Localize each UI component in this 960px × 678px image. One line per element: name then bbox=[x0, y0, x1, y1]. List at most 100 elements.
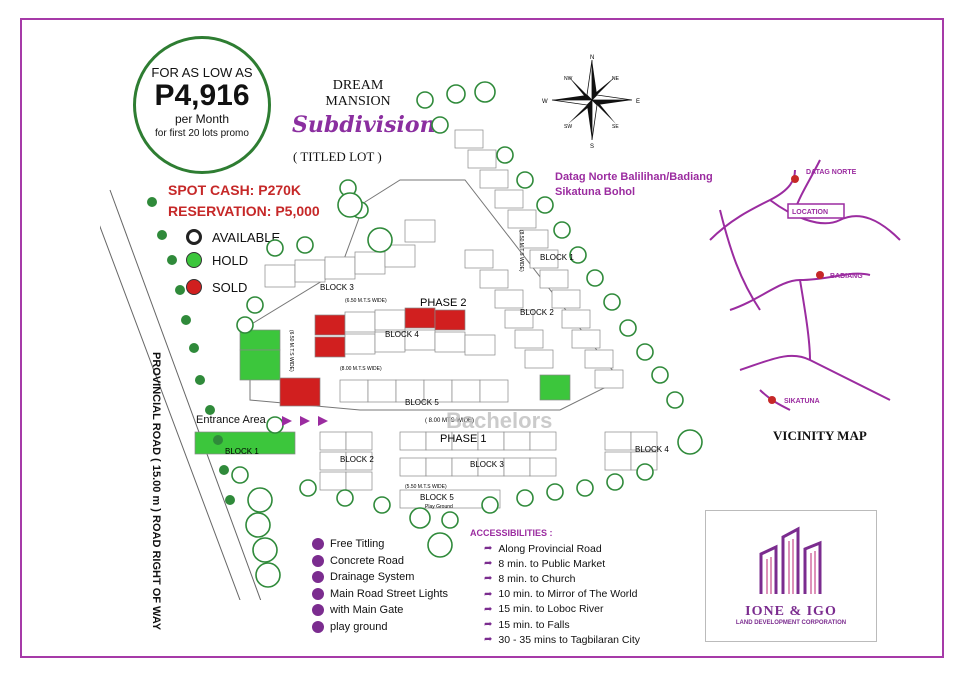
title-subdivision: Subdivision bbox=[292, 112, 436, 138]
building-logo-icon bbox=[759, 526, 822, 594]
compass-w: W bbox=[542, 99, 548, 105]
label-road5: (8.50 M.T.S WIDE) bbox=[518, 230, 524, 272]
access-label: 15 min. to Falls bbox=[498, 618, 570, 631]
access-item: ➦ Along Provincial Road bbox=[484, 541, 640, 556]
place-location: LOCATION bbox=[792, 209, 828, 216]
bullet-icon bbox=[312, 538, 324, 551]
compass-e: E bbox=[636, 99, 640, 105]
access-label: 15 min. to Loboc River bbox=[498, 603, 604, 616]
access-label: Along Provincial Road bbox=[498, 542, 602, 555]
available-dot-icon bbox=[186, 229, 202, 245]
reservation: RESERVATION: P5,000 bbox=[168, 203, 320, 219]
feature-label: play ground bbox=[330, 620, 388, 633]
access-label: 10 min. to Mirror of The World bbox=[498, 588, 638, 601]
label-block3b: BLOCK 3 bbox=[470, 460, 504, 469]
access-label: 8 min. to Church bbox=[498, 572, 576, 585]
access-item: ➦8 min. to Public Market bbox=[484, 556, 640, 571]
access-item: ➦ 8 min. to Church bbox=[484, 571, 640, 586]
place-badiang: BADIANG bbox=[830, 273, 863, 280]
vicinity-map: DATAG NORTE LOCATION BADIANG SIKATUNA bbox=[709, 159, 901, 411]
promo-line1: FOR AS LOW AS bbox=[151, 65, 253, 80]
arrow-icon: ➦ bbox=[484, 603, 493, 615]
access-item: ➦ 10 min. to Mirror of The World bbox=[484, 587, 640, 602]
feature-item: with Main Gate bbox=[312, 602, 448, 619]
label-block5: BLOCK 5 bbox=[405, 398, 439, 407]
title-dream-mansion: DREAM MANSION bbox=[325, 78, 391, 109]
feature-item: play ground bbox=[312, 619, 448, 636]
arrow-icon: ➦ bbox=[484, 588, 493, 600]
feature-label: Concrete Road bbox=[330, 554, 404, 567]
legend-label: HOLD bbox=[212, 252, 249, 268]
arrow-icon: ➦ bbox=[484, 573, 493, 585]
company-logo: IONE & IGO LAND DEVELOPMENT CORPORATION bbox=[705, 510, 877, 642]
arrow-icon: ➦ bbox=[484, 634, 493, 646]
feature-label: Free Titling bbox=[330, 538, 385, 551]
bullet-icon bbox=[312, 554, 324, 567]
feature-item: Concrete Road bbox=[312, 553, 448, 570]
promo-line4: for first 20 lots promo bbox=[155, 128, 249, 139]
location-line2: Sikatuna Bohol bbox=[555, 186, 636, 198]
promo-line3: per Month bbox=[174, 112, 230, 126]
label-block5b: BLOCK 5 bbox=[420, 493, 454, 502]
location-address: Datag Norte Balilihan/Badiang Sikatuna B… bbox=[555, 170, 713, 200]
arrow-icon: ➦ bbox=[484, 558, 493, 570]
label-block1b: BLOCK 1 bbox=[225, 447, 259, 456]
company-name: IONE & IGO bbox=[745, 604, 837, 619]
access-item: ➦ 15 min. to Loboc River bbox=[484, 602, 640, 617]
label-block3: BLOCK 3 bbox=[320, 283, 354, 292]
title-titled-lot: ( TITLED LOT ) bbox=[293, 149, 382, 164]
label-block2b: BLOCK 2 bbox=[340, 455, 374, 464]
compass-s: S bbox=[590, 144, 594, 150]
hold-dot-icon bbox=[186, 252, 202, 268]
feature-label: with Main Gate bbox=[330, 604, 404, 617]
feature-item: Main Road Street Lights bbox=[312, 586, 448, 603]
compass-n: N bbox=[590, 55, 594, 61]
bullet-icon bbox=[312, 587, 324, 600]
watermark: Bachelors bbox=[446, 408, 553, 433]
label-road4: (5.50 M.T.S WIDE) bbox=[405, 484, 447, 490]
label-road6: (6.50 M.T.S WIDE) bbox=[288, 330, 294, 372]
page-frame bbox=[20, 18, 944, 658]
label-road2: (8.00 M.T.S WIDE) bbox=[340, 366, 382, 372]
subdivision-plan: PHASE 2 PHASE 1 BLOCK 1 BLOCK 2 BLOCK 3 … bbox=[100, 81, 703, 600]
accessibilities-title: ACCESSIBILITIES : bbox=[470, 528, 553, 538]
accessibilities-list: ➦ Along Provincial Road ➦8 min. to Public… bbox=[484, 541, 640, 647]
promo-price: P4,916 bbox=[154, 79, 250, 112]
sold-dot-icon bbox=[186, 279, 202, 295]
place-datag-norte: DATAG NORTE bbox=[806, 169, 857, 176]
arrow-icon: ➦ bbox=[484, 619, 493, 631]
bullet-icon bbox=[312, 571, 324, 584]
label-playground: Play Ground bbox=[425, 504, 453, 510]
access-item: ➦ 15 min. to Falls bbox=[484, 617, 640, 632]
legend-hold: HOLD bbox=[186, 252, 248, 268]
label-phase1: PHASE 1 bbox=[440, 433, 486, 445]
bullet-icon bbox=[312, 604, 324, 617]
label-block1: BLOCK 1 bbox=[540, 253, 574, 262]
company-subtitle: LAND DEVELOPMENT CORPORATION bbox=[735, 620, 847, 626]
legend-label: AVAILABLE bbox=[212, 229, 281, 245]
legend-sold: SOLD bbox=[186, 279, 247, 295]
bullet-icon bbox=[312, 620, 324, 633]
feature-label: Drainage System bbox=[330, 571, 415, 584]
feature-label: Main Road Street Lights bbox=[330, 587, 449, 600]
compass-ne: NE bbox=[612, 76, 620, 82]
provincial-road-label: PROVINCIAL ROAD ( 15.00 m ) ROAD RIGHT O… bbox=[150, 352, 162, 631]
access-label: 30 - 35 mins to Tagbilaran City bbox=[498, 633, 641, 646]
feature-item: Free Titling bbox=[312, 536, 448, 553]
label-block2: BLOCK 2 bbox=[520, 308, 554, 317]
features-list: Free Titling Concrete Road Drainage Syst… bbox=[312, 536, 448, 635]
compass-rose-icon: N S E W NE NW SE SW bbox=[542, 55, 640, 150]
legend-available: AVAILABLE bbox=[186, 229, 280, 245]
arrow-icon: ➦ bbox=[484, 543, 493, 555]
compass-se: SE bbox=[612, 124, 619, 130]
label-road3: ( 8.00 MTS WIDE) bbox=[425, 418, 474, 424]
feature-item: Drainage System bbox=[312, 569, 448, 586]
compass-nw: NW bbox=[564, 76, 573, 82]
entrance-area-label: Entrance Area bbox=[196, 414, 266, 426]
access-item: ➦ 30 - 35 mins to Tagbilaran City bbox=[484, 632, 640, 647]
spot-cash: SPOT CASH: P270K bbox=[168, 182, 302, 198]
compass-sw: SW bbox=[564, 124, 572, 130]
place-sikatuna: SIKATUNA bbox=[784, 398, 820, 405]
location-line1: Datag Norte Balilihan/Badiang bbox=[555, 171, 713, 183]
vicinity-map-title: VICINITY MAP bbox=[773, 428, 867, 443]
